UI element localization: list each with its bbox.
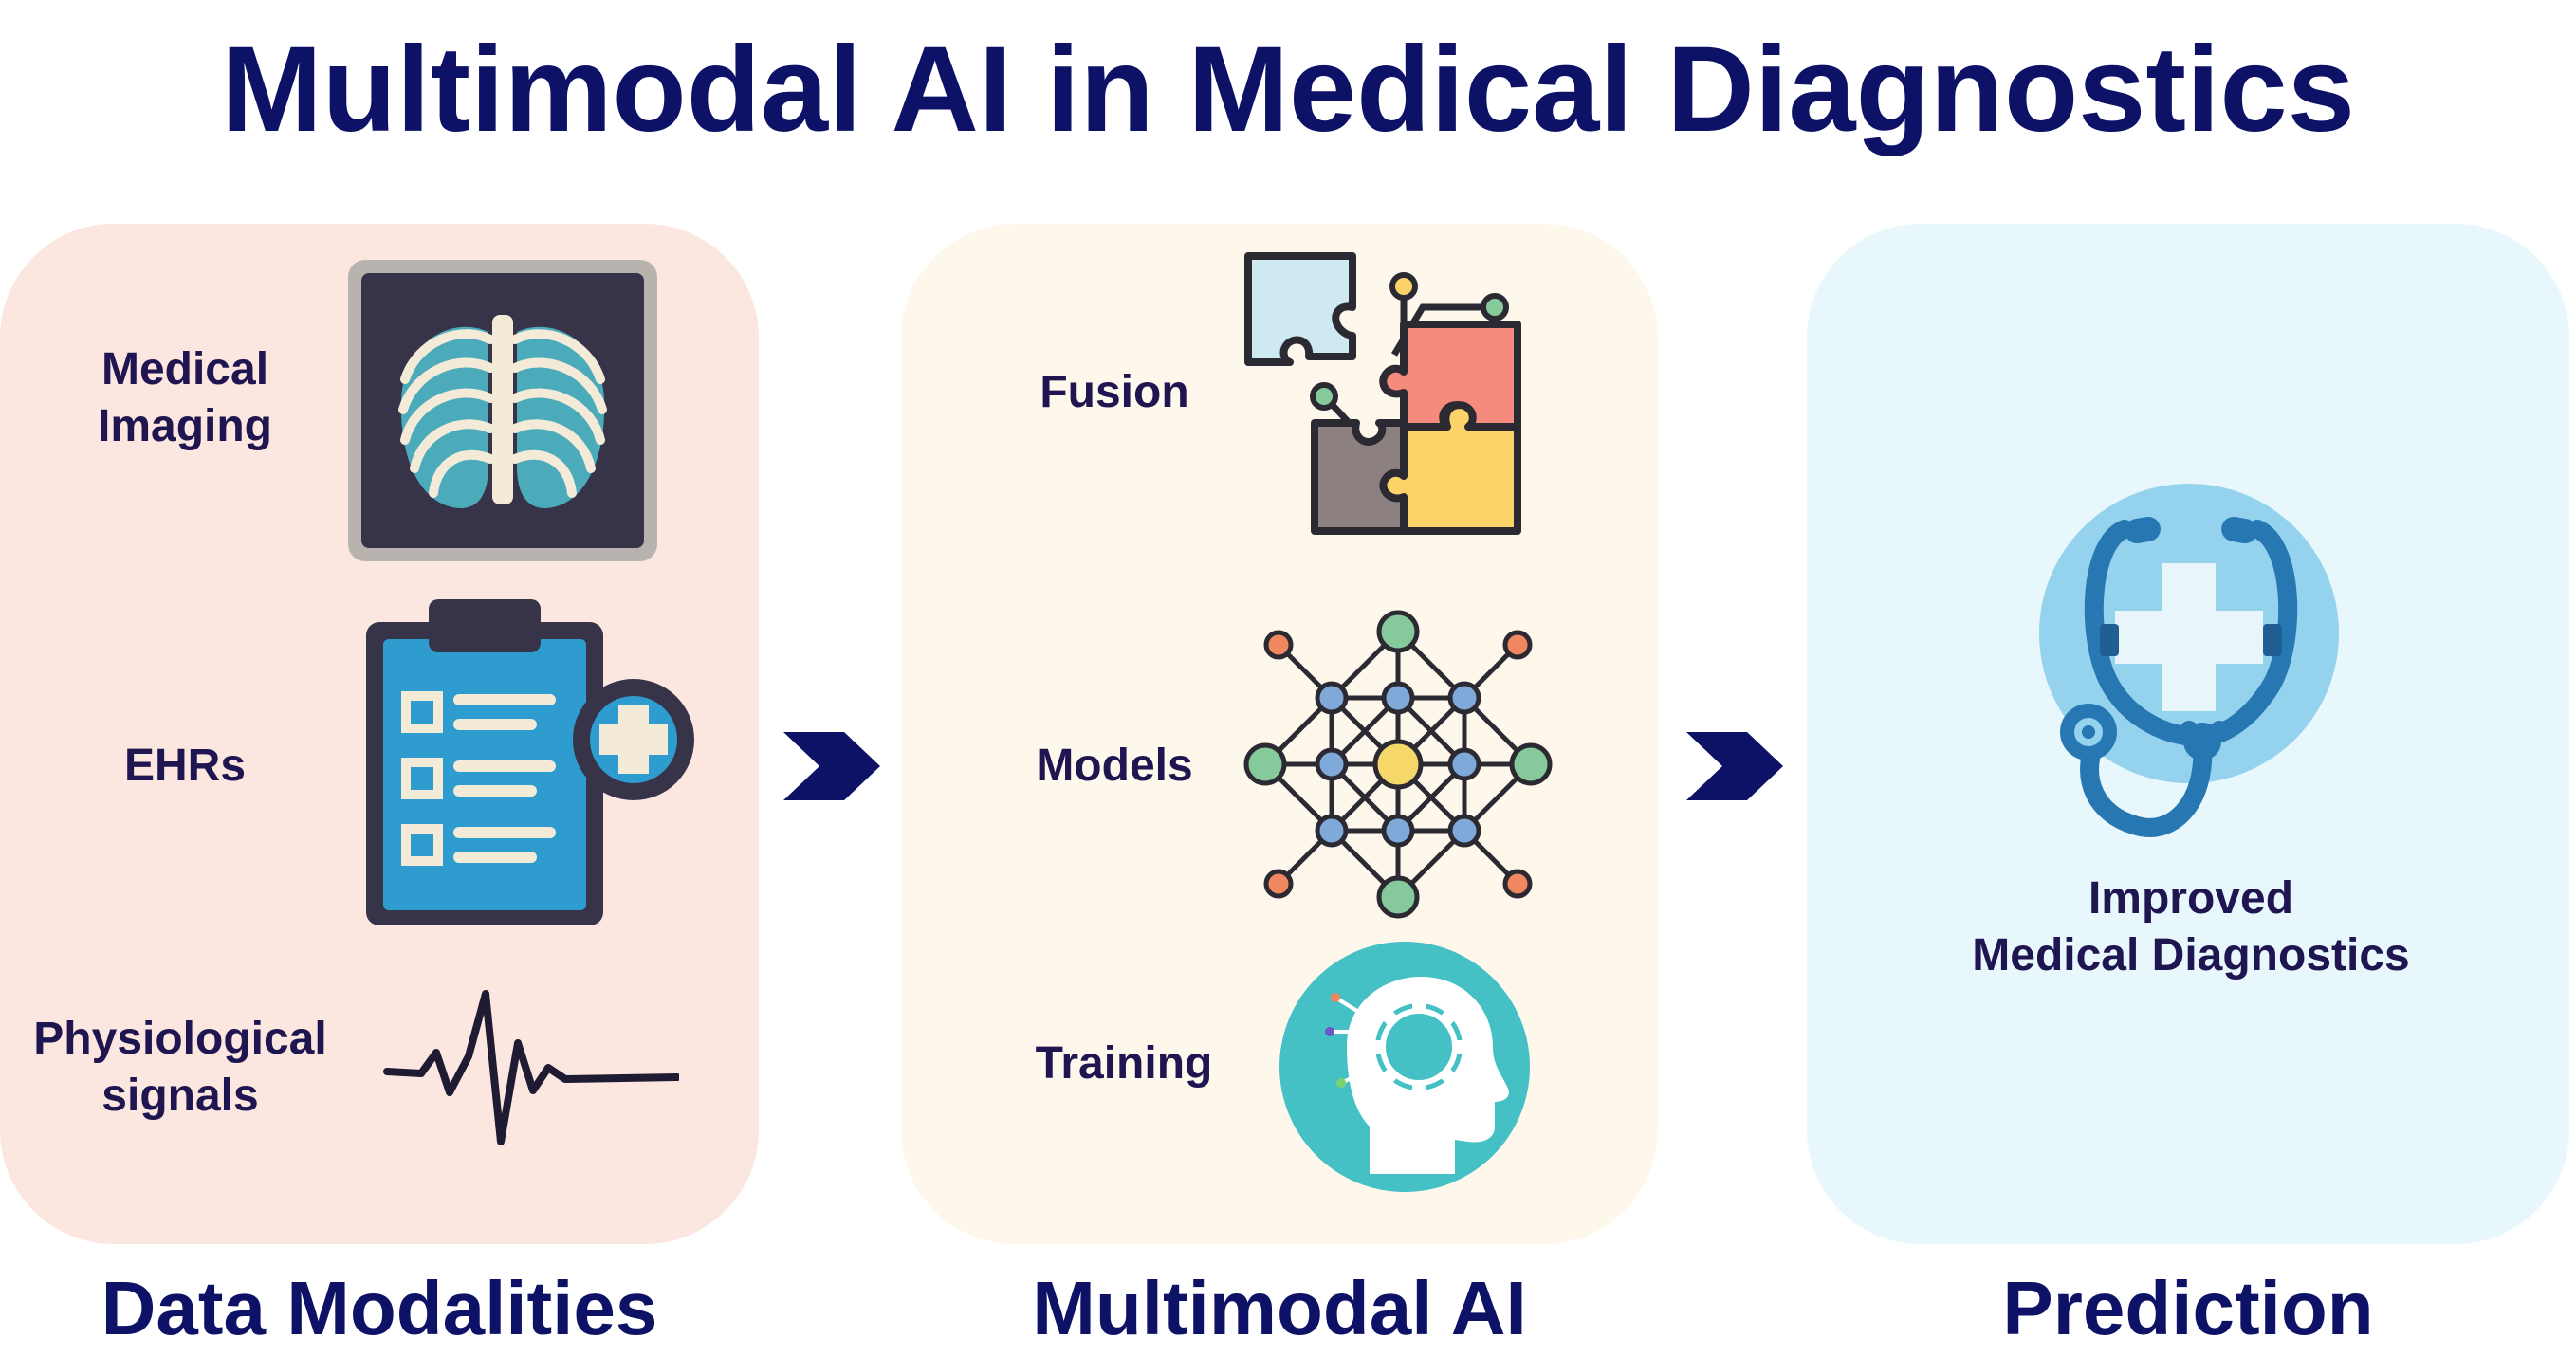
- chevron-right-icon: [783, 732, 880, 800]
- data-modalities-heading: Data Modalities: [101, 1266, 658, 1350]
- improved-diagnostics-label: Improved Medical Diagnostics: [1972, 873, 2410, 980]
- ai-head-icon: AI: [1279, 942, 1530, 1192]
- medical-imaging-label: Medical Imaging: [97, 344, 272, 451]
- clipboard-icon: [366, 599, 694, 925]
- neural-network-icon: [1243, 610, 1553, 919]
- stethoscope-icon: [2039, 484, 2339, 837]
- models-label: Models: [1036, 741, 1193, 791]
- prediction-heading: Prediction: [2002, 1266, 2374, 1350]
- ehrs-label: EHRs: [123, 741, 247, 791]
- training-label: Training: [1035, 1038, 1213, 1089]
- multimodal-ai-heading: Multimodal AI: [1032, 1266, 1527, 1350]
- physiological-signals-label: Physiological signals: [33, 1014, 327, 1121]
- page-title: Multimodal AI in Medical Diagnostics: [221, 22, 2355, 157]
- multimodal-ai-panel: [901, 224, 1658, 1244]
- puzzle-icon: [1244, 252, 1521, 535]
- fusion-label: Fusion: [1040, 367, 1189, 417]
- heartbeat-icon: [383, 990, 679, 1145]
- ai-badge: AI: [1408, 1035, 1430, 1060]
- chevron-right-icon: [1686, 732, 1783, 800]
- xray-icon: [348, 260, 657, 561]
